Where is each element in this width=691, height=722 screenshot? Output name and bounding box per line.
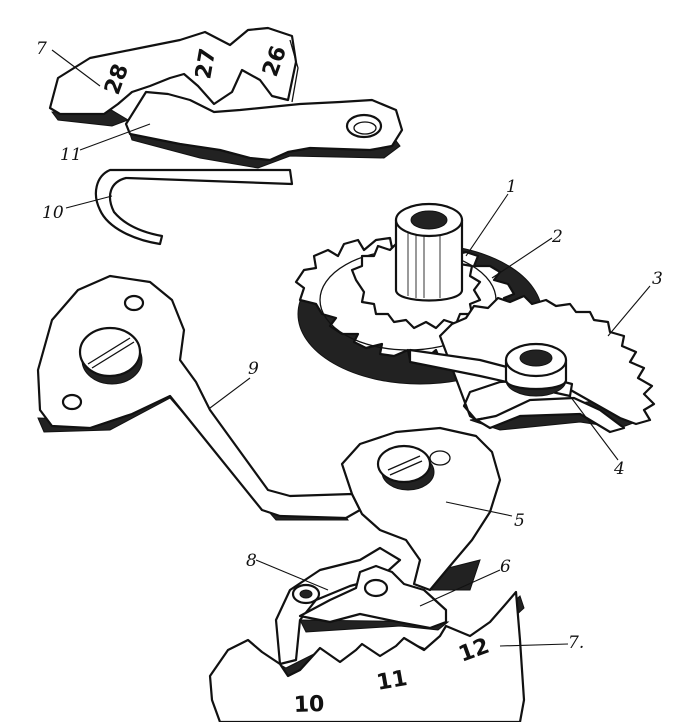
label-11: 11: [60, 145, 82, 165]
label-7-bottom: 7.: [568, 633, 584, 653]
spring-10: [94, 168, 294, 246]
star-wheel-segment-top: [48, 26, 299, 127]
label-7-top: 7: [36, 39, 47, 59]
label-5: 5: [514, 511, 525, 531]
label-1: 1: [506, 177, 517, 197]
label-9: 9: [248, 359, 259, 379]
tooth-label-27: 27: [191, 47, 221, 82]
star-wheel-segment-bottom: [208, 590, 526, 722]
pinion-shaft: [394, 202, 464, 302]
leader-lines: [51, 49, 651, 647]
pawl-6: [298, 564, 450, 633]
gear-sector-3: [408, 294, 656, 434]
part-labels: 7 11 10 1 2 3 9 4 5 8 6 7.: [36, 39, 663, 653]
label-6: 6: [500, 557, 511, 577]
tooth-label-10: 10: [293, 692, 324, 718]
label-3: 3: [652, 269, 663, 289]
label-4: 4: [613, 459, 625, 479]
lever-5: [340, 426, 502, 592]
lever-9: [36, 274, 362, 521]
tooth-label-11: 11: [375, 666, 410, 696]
lever-11: [124, 90, 404, 169]
label-10: 10: [42, 203, 64, 223]
label-2: 2: [551, 227, 563, 247]
label-8: 8: [246, 551, 257, 571]
